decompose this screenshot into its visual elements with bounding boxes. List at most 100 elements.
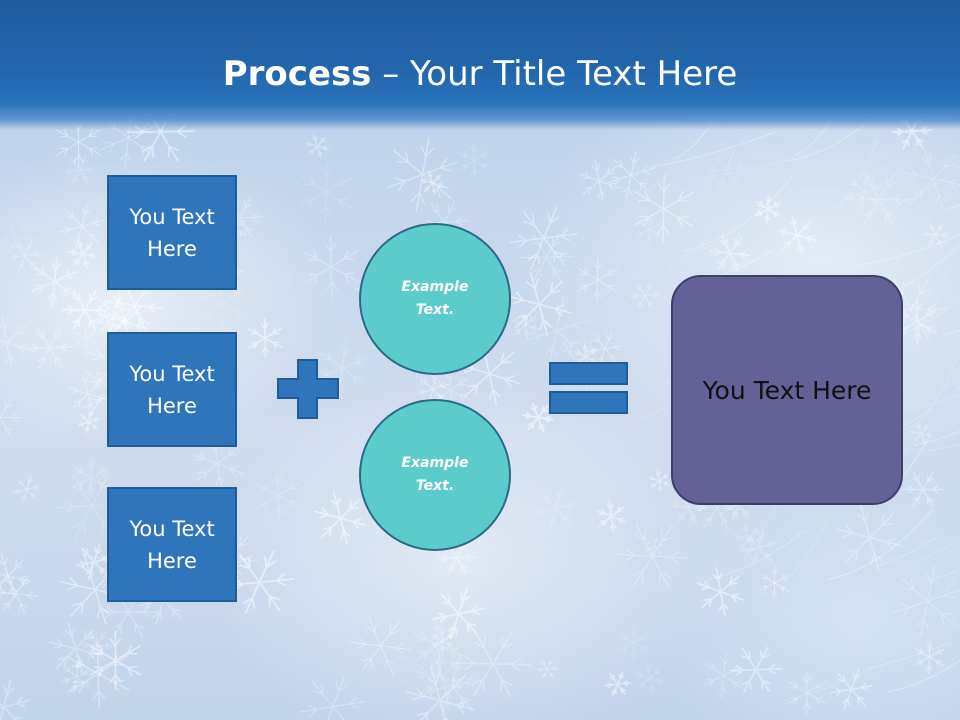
- frost-crystal: [534, 486, 578, 531]
- frost-crystal: [787, 671, 826, 715]
- frost-crystal: [93, 291, 137, 336]
- input-box-2: You Text Here: [107, 332, 237, 447]
- frost-crystal: [255, 469, 301, 522]
- frost-crystal: [607, 151, 655, 200]
- frost-crystal: [0, 573, 39, 615]
- frost-crystal: [67, 373, 109, 415]
- frost-feather: [898, 539, 960, 565]
- frost-crystal: [26, 326, 74, 369]
- frost-crystal: [896, 298, 938, 345]
- frost-crystal: [709, 234, 751, 273]
- frost-crystal: [604, 671, 631, 697]
- frost-crystal: [67, 638, 130, 709]
- example-label: Example Text.: [401, 279, 469, 318]
- frost-crystal: [909, 422, 933, 445]
- frost-crystal: [12, 475, 41, 504]
- frost-crystal: [89, 631, 141, 690]
- frost-crystal: [0, 553, 32, 599]
- frost-crystal: [60, 659, 93, 694]
- frost-feather: [940, 227, 960, 235]
- frost-crystal: [705, 148, 749, 190]
- frost-crystal: [921, 222, 950, 248]
- example-circle-2: Example Text.: [359, 399, 511, 551]
- frost-crystal: [830, 669, 873, 710]
- frost-crystal: [80, 630, 114, 661]
- frost-crystal: [58, 202, 106, 250]
- frost-crystal: [578, 159, 620, 203]
- frost-crystal: [740, 529, 777, 566]
- result-label: You Text Here: [702, 375, 872, 405]
- frost-feather: [662, 223, 717, 275]
- frost-crystal: [412, 649, 470, 706]
- frost-crystal: [903, 471, 944, 507]
- frost-crystal: [74, 325, 98, 351]
- frost-feather: [887, 660, 960, 693]
- frost-crystal: [77, 410, 100, 434]
- frost-crystal: [835, 503, 904, 572]
- frost-crystal: [75, 543, 113, 580]
- frost-crystal: [0, 679, 31, 720]
- frost-crystal: [420, 171, 445, 195]
- frost-feather: [705, 529, 806, 581]
- frost-feather: [947, 204, 960, 210]
- frost-crystal: [511, 310, 540, 340]
- frost-feather: [830, 139, 878, 210]
- title-band: [0, 0, 960, 130]
- frost-crystal: [619, 626, 649, 660]
- frost-crystal: [432, 588, 486, 640]
- input-box-label: You Text Here: [129, 204, 215, 261]
- input-box-label: You Text Here: [129, 516, 215, 573]
- frost-crystal: [303, 235, 359, 298]
- slide-title: Process – Your Title Text Here: [0, 52, 960, 96]
- frost-crystal: [506, 271, 572, 337]
- frost-crystal: [420, 656, 482, 717]
- example-circle-1: Example Text.: [359, 223, 511, 375]
- frost-crystal: [61, 289, 108, 331]
- frost-crystal: [7, 238, 44, 273]
- frost-crystal: [629, 282, 661, 310]
- frost-crystal: [405, 666, 475, 720]
- frost-crystal: [247, 318, 283, 358]
- frost-crystal: [455, 630, 531, 698]
- frost-crystal: [777, 215, 817, 255]
- frost-crystal: [224, 550, 295, 615]
- frost-crystal: [0, 397, 24, 438]
- frost-crystal: [848, 172, 910, 227]
- frost-feather: [649, 131, 775, 168]
- frost-crystal: [702, 652, 745, 699]
- frost-crystal: [48, 622, 102, 675]
- frost-feather: [866, 641, 952, 670]
- frost-crystal: [300, 675, 366, 720]
- frost-crystal: [509, 206, 578, 270]
- frost-crystal: [900, 146, 960, 211]
- frost-crystal: [633, 174, 695, 244]
- frost-crystal: [457, 142, 491, 180]
- frost-feather: [929, 572, 960, 599]
- frost-feather: [909, 265, 953, 307]
- frost-crystal: [892, 565, 960, 638]
- title-bold: Process: [222, 54, 372, 94]
- frost-crystal: [914, 640, 945, 675]
- frost-crystal: [430, 627, 454, 655]
- frost-crystal: [300, 162, 353, 222]
- frost-crystal: [843, 170, 885, 214]
- input-box-3: You Text Here: [107, 487, 237, 602]
- frost-crystal: [350, 617, 412, 675]
- input-box-label: You Text Here: [129, 361, 215, 418]
- frost-feather: [853, 233, 960, 267]
- frost-crystal: [0, 221, 37, 254]
- frost-crystal: [759, 566, 790, 600]
- frost-crystal: [596, 500, 627, 533]
- frost-crystal: [413, 617, 463, 672]
- frost-crystal: [729, 646, 782, 693]
- frost-feather: [938, 568, 960, 578]
- frost-crystal: [634, 663, 665, 694]
- frost-crystal: [643, 536, 665, 558]
- frost-feather: [828, 508, 933, 580]
- frost-crystal: [314, 492, 367, 545]
- frost-crystal: [755, 194, 781, 224]
- frost-feather: [698, 150, 819, 180]
- frost-feather: [905, 356, 959, 431]
- example-label: Example Text.: [401, 455, 469, 494]
